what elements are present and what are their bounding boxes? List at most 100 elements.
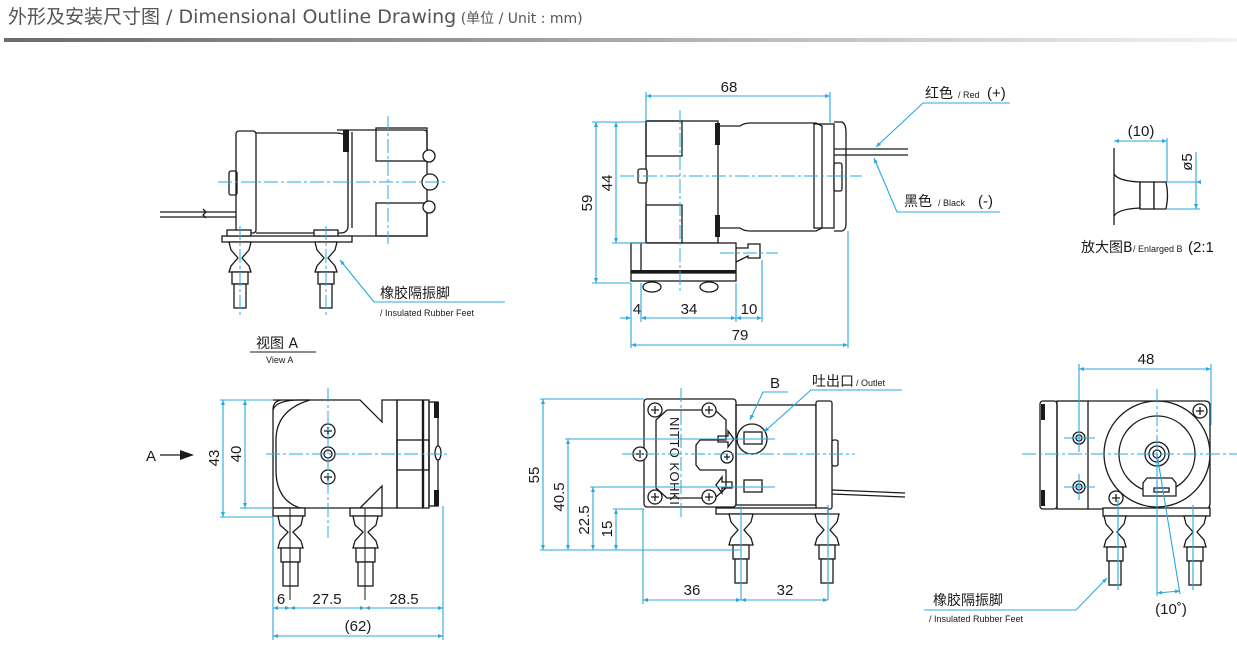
- dim-10: 10: [741, 301, 758, 318]
- phillips-screw-icon: [701, 489, 717, 505]
- detail-b-label-en: / Enlarged B: [1133, 244, 1183, 254]
- rubber-foot-tip: [1108, 560, 1122, 586]
- rubber-foot-stem: [1106, 546, 1124, 562]
- rubber-foot-tip: [820, 558, 834, 584]
- leader-arrow: [339, 259, 375, 303]
- feet-label-cn: 橡胶隔振脚: [933, 592, 1003, 609]
- dim-59: 59: [579, 195, 596, 212]
- detail-b-scale: (2:1: [1188, 239, 1214, 256]
- dim-angle: (10˚): [1155, 601, 1187, 618]
- wire: [831, 493, 906, 498]
- motor-side: [1056, 400, 1089, 510]
- dim-62: (62): [345, 618, 372, 635]
- phillips-screw-icon: [647, 489, 663, 505]
- detail-b-ref: B: [770, 375, 780, 392]
- feet-label-en: / Insulated Rubber Feet: [380, 308, 475, 318]
- foot-washer: [349, 507, 383, 517]
- end-view-drawing: 48 (10˚) 橡胶隔振脚 / Insulated Rubber Feet: [924, 351, 1237, 624]
- phillips-screw-icon: [647, 402, 663, 418]
- motor-body: [718, 122, 823, 232]
- screw-icon: [434, 445, 442, 461]
- outlet-nozzle: [743, 431, 763, 445]
- dim-angle-line: [1156, 589, 1181, 595]
- dim-36: 36: [684, 582, 701, 599]
- outlet-arrow-icon: [715, 475, 733, 495]
- feet-label-en: / Insulated Rubber Feet: [929, 614, 1024, 624]
- view-a-drawing: 橡胶隔振脚 / Insulated Rubber Feet 视图 A View …: [160, 116, 505, 365]
- motor-shaft-boss: [228, 170, 238, 196]
- screw-head: [1041, 490, 1045, 506]
- view-a-arrow-label: A: [146, 448, 156, 465]
- phillips-screw-icon: [701, 402, 717, 418]
- motor-terminal: [831, 439, 839, 467]
- motor-endcap: [815, 400, 833, 510]
- motor-terminal: [833, 162, 843, 192]
- housing-notch: [359, 484, 383, 509]
- screw-icon: [642, 281, 662, 293]
- screw-head: [1041, 404, 1045, 420]
- wire-black-en: / Black: [938, 198, 966, 208]
- leader-b: [749, 391, 788, 421]
- dim-79: 79: [732, 327, 749, 344]
- outlet-label-cn: 吐出口: [812, 374, 854, 390]
- inlet-arrow-icon: [717, 429, 735, 449]
- detail-b-label-cn: 放大图B: [1081, 240, 1133, 256]
- rubber-foot-stem: [818, 544, 836, 560]
- outlet-nozzle: [735, 243, 761, 263]
- detail-b-drawing: (10) ø5 放大图B / Enlarged B (2:1: [1081, 123, 1214, 256]
- feet-label-cn: 橡胶隔振脚: [380, 285, 450, 302]
- header-divider: [4, 38, 1237, 42]
- rubber-foot-tip: [1188, 560, 1202, 586]
- brand-label: NITTO KOHKI: [667, 417, 682, 505]
- dim-15: 15: [599, 521, 616, 538]
- motor-band: [396, 439, 430, 471]
- foot-washer: [226, 229, 252, 237]
- wire-red-en: / Red: [958, 90, 980, 100]
- dim-10-detail: (10): [1128, 123, 1155, 140]
- inlet-nozzle: [743, 479, 763, 493]
- wire-red-sign: (+): [987, 85, 1006, 102]
- left-view-drawing: A 43 40 6 27.5 28.5 (62): [146, 388, 450, 640]
- front-view-drawing: NITTO KOHKI: [526, 374, 906, 604]
- screw-head: [715, 215, 720, 237]
- base-plate: [221, 235, 353, 243]
- base-block: [630, 242, 737, 273]
- pump-block-bottom: [375, 202, 428, 237]
- wire-break-icon: [202, 208, 207, 219]
- base-bottom: [630, 272, 737, 282]
- motor-body: [256, 132, 349, 234]
- terminal-slot: [1153, 487, 1170, 493]
- wire-black-sign: (-): [978, 193, 993, 210]
- screw-head: [715, 123, 720, 145]
- phillips-screw-icon: [1108, 490, 1124, 506]
- pump-head-outline: [337, 129, 428, 237]
- view-arrow-head: [180, 450, 194, 460]
- dim-43: 43: [206, 450, 223, 467]
- dim-68: 68: [721, 79, 738, 96]
- page-title: 外形及安装尺寸图 / Dimensional Outline Drawing (…: [8, 2, 583, 34]
- base-plate: [715, 507, 829, 515]
- dim-32: 32: [777, 582, 794, 599]
- pump-head-gasket: [655, 409, 727, 499]
- phillips-screw-icon: [720, 450, 734, 464]
- dim-40: 40: [228, 446, 245, 463]
- pump-block-top: [375, 127, 428, 162]
- screw-head: [434, 402, 439, 418]
- dim-diameter-5: ø5: [1179, 153, 1196, 171]
- unit-label: (单位 / Unit : mm): [456, 11, 583, 27]
- leader-black: [873, 157, 1000, 213]
- title-en: Dimensional Outline Drawing: [178, 6, 457, 28]
- wire: [831, 489, 906, 494]
- rubber-foot: [814, 513, 840, 546]
- screw-icon: [422, 200, 436, 214]
- nozzle-tip: [1153, 181, 1169, 210]
- housing-curve: [272, 399, 311, 509]
- leader-outlet: [763, 389, 902, 433]
- rubber-foot: [1183, 515, 1207, 548]
- dim-27-5: 27.5: [312, 591, 341, 608]
- pump-block-bottom: [645, 204, 683, 244]
- side-view-drawing: 68 59 44 4 34 10 79 红色 / Red (+) 黑色 / Bl…: [579, 79, 1010, 348]
- view-a-label-en: View A: [266, 355, 293, 365]
- dim-6: 6: [277, 591, 285, 608]
